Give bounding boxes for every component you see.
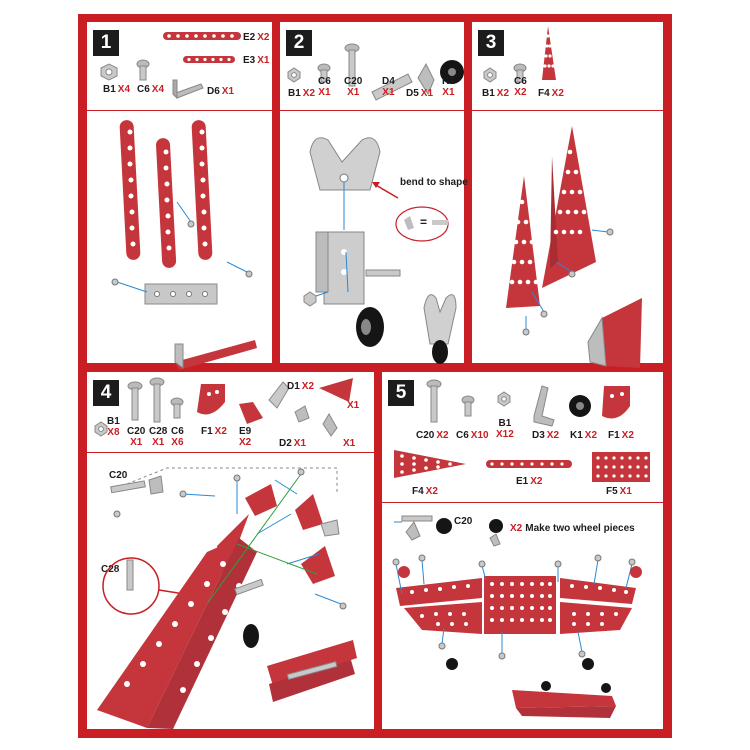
step-1-number: 1 (93, 30, 119, 56)
step-4-assembly-diagram (97, 467, 357, 729)
step-5-parts-illustration (394, 379, 650, 482)
step-3-divider (472, 110, 663, 111)
step-4-divider (87, 452, 374, 453)
step-2-assembly-diagram (303, 137, 457, 364)
step-5-assembly-diagram (392, 515, 642, 718)
bend-to-shape-callout: bend to shape (400, 177, 468, 188)
step-3-parts-illustration (483, 26, 556, 83)
step-2-parts-illustration (287, 43, 464, 101)
part-label-x1-a: X1 (347, 400, 360, 411)
c20-callout-label: C20 (454, 516, 473, 527)
step-1-assembly-diagram (111, 120, 257, 370)
step-1-parts-illustration (100, 32, 241, 100)
step-3-number: 3 (478, 30, 504, 56)
c28-callout-label: C28 (101, 564, 120, 575)
step-5-number: 5 (388, 380, 414, 406)
part-label-x1-b: X1 (343, 438, 356, 449)
step-2-number: 2 (286, 30, 312, 56)
step-1-divider (87, 110, 272, 111)
equals-sign: = (420, 215, 428, 229)
step-2-divider (280, 110, 464, 111)
step-4-number: 4 (93, 380, 119, 406)
step-4-parts-illustration (94, 377, 353, 437)
step-5-divider (382, 502, 663, 503)
c20-callout-label: C20 (109, 470, 128, 481)
step-3-assembly-diagram (506, 126, 642, 368)
